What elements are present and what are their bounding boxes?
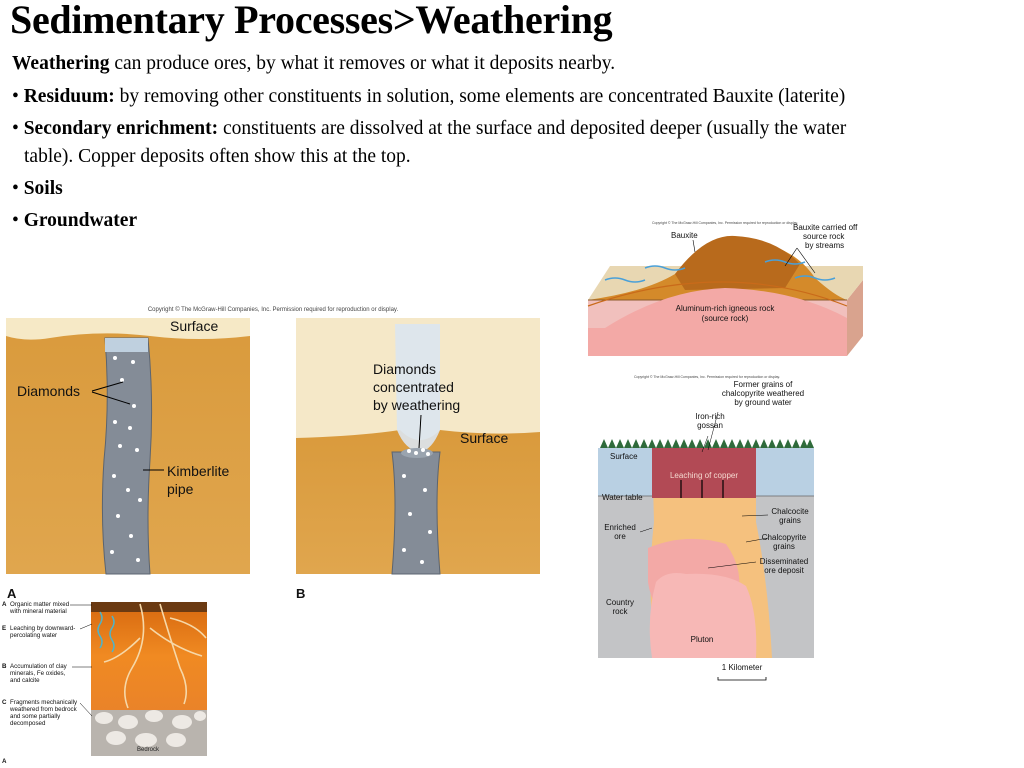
bullet-bold: Groundwater — [23, 210, 138, 231]
panel-b: Diamonds concentrated by weathering Surf… — [296, 318, 540, 575]
bauxite-label: Bauxite — [671, 231, 698, 240]
intro-line: Weathering can produce ores, by what it … — [12, 51, 615, 77]
diamond-dots — [110, 356, 142, 562]
roots — [103, 603, 207, 709]
bullet-text: by removing other constituents in soluti… — [114, 86, 846, 107]
chalcopyrite-2: grains — [773, 542, 795, 551]
pluton-label: Pluton — [691, 635, 714, 644]
horizon-c-4: decomposed — [10, 720, 46, 727]
intro-text: can produce ores, by what it removes or … — [109, 53, 616, 74]
surface-label-a: Surface — [170, 318, 218, 334]
horizon-c-1: Fragments mechanically — [10, 699, 78, 706]
diamond-dots-b — [402, 448, 432, 564]
country-2: rock — [612, 607, 628, 616]
slide-title: Sedimentary Processes>Weathering — [10, 0, 613, 42]
bullet-dot: • — [12, 118, 19, 139]
bauxite-figure: Copyright © The McGraw-Hill Companies, I… — [587, 221, 863, 356]
horizon-a-2: with mineral material — [9, 608, 67, 615]
surface-label-b: Surface — [460, 430, 508, 446]
horizon-b-3: and calcite — [10, 677, 40, 684]
former-1: Former grains of — [734, 380, 793, 389]
source-rock-1: Aluminum-rich igneous rock — [676, 304, 776, 313]
panel-b-label: B — [296, 586, 305, 601]
horizon-c-letter: C — [2, 699, 7, 706]
tree-line — [600, 439, 814, 448]
bullet-text: constituents are dissolved at the surfac… — [218, 118, 847, 139]
stream-arrows — [604, 259, 836, 283]
carried-3: by streams — [805, 241, 844, 250]
soil-leader-lines — [70, 604, 93, 717]
horizon-c-2: weathered from bedrock — [9, 706, 78, 713]
bullet-continuation: table). Copper deposits often show this … — [24, 146, 411, 167]
carried-1: Bauxite carried off — [793, 223, 858, 232]
chalcocite-1: Chalcocite — [771, 507, 809, 516]
bullet-bold: Soils — [23, 178, 63, 199]
copper-enrichment-figure: Copyright © The McGraw-Hill Companies, I… — [598, 375, 814, 681]
leaching-label: Leaching of copper — [670, 471, 738, 480]
bullet-residuum: • Residuum: by removing other constituen… — [12, 84, 845, 110]
scale-label: 1 Kilometer — [722, 663, 763, 672]
enriched-2: ore — [614, 532, 626, 541]
pipe-label: pipe — [167, 481, 194, 497]
horizon-b-1: Accumulation of clay — [10, 663, 68, 670]
horizon-e-letter: E — [2, 625, 6, 632]
gossan-2: gossan — [697, 421, 723, 430]
leader-lines — [639, 411, 769, 569]
horizon-a-1: Organic matter mixed — [10, 601, 70, 608]
country-1: Country — [606, 598, 634, 607]
horizon-b-2: minerals, Fe oxides, — [10, 670, 66, 677]
gossan-1: Iron-rich — [695, 412, 724, 421]
diamonds-label: Diamonds — [17, 383, 80, 399]
copyright-text: Copyright © The McGraw-Hill Companies, I… — [148, 306, 399, 313]
bullet-dot: • — [12, 210, 19, 231]
diamonds-conc-1: Diamonds — [373, 361, 436, 377]
surface-label: Surface — [610, 452, 638, 461]
bullet-soils: • Soils — [12, 176, 63, 202]
bullet-dot: • — [12, 86, 19, 107]
leaching-arrows — [680, 480, 724, 498]
diamonds-conc-3: by weathering — [373, 397, 460, 413]
bullet-groundwater: • Groundwater — [12, 208, 137, 234]
kimberlite-figure: Copyright © The McGraw-Hill Companies, I… — [6, 306, 540, 601]
chalcocite-2: grains — [779, 516, 801, 525]
bullet-bold: Secondary enrichment: — [23, 118, 219, 139]
bedrock-fragments — [95, 710, 206, 747]
source-rock-2: (source rock) — [702, 314, 749, 323]
carried-2: source rock — [803, 232, 845, 241]
chalcopyrite-1: Chalcopyrite — [762, 533, 807, 542]
percolation-arrows — [97, 611, 115, 653]
horizon-b-letter: B — [2, 663, 7, 670]
horizon-e-2: percolating water — [10, 632, 57, 639]
former-2: chalcopyrite weathered — [722, 389, 804, 398]
disseminated-2: ore deposit — [764, 566, 804, 575]
horizon-c-3: and some partially — [10, 713, 61, 720]
bullet-dot: • — [12, 178, 19, 199]
panel-a-label: A — [7, 586, 17, 601]
horizon-e-1: Leaching by downward- — [10, 625, 75, 632]
disseminated-1: Disseminated — [760, 557, 808, 566]
water-table-label: Water table — [602, 493, 643, 502]
soil-profile-figure: Bedrock A Organic matter mixed with mine… — [2, 601, 207, 765]
diamonds-conc-2: concentrated — [373, 379, 454, 395]
horizon-a-letter: A — [2, 601, 7, 608]
kimberlite-label: Kimberlite — [167, 463, 229, 479]
copyright-text: Copyright © The McGraw-Hill Companies, I… — [634, 375, 780, 379]
bullet-secondary-enrichment: • Secondary enrichment: constituents are… — [12, 116, 846, 142]
bullet-bold: Residuum: — [23, 86, 115, 107]
intro-bold: Weathering — [12, 53, 110, 74]
former-3: by ground water — [734, 398, 792, 407]
scale-bar — [717, 677, 767, 681]
enriched-1: Enriched — [604, 523, 636, 532]
panel-a: Surface Diamonds Kimberlite pipe — [6, 318, 250, 575]
bedrock-label: Bedrock — [137, 747, 160, 753]
copyright-text: Copyright © The McGraw-Hill Companies, I… — [652, 221, 798, 225]
figure-letter: A — [2, 758, 7, 765]
